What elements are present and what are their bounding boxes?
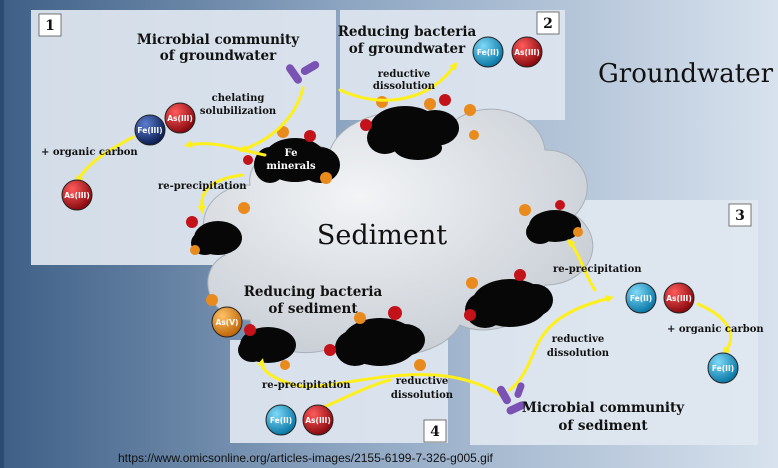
p4-reductive-line2: dissolution [391,390,454,401]
source-url: https://www.omicsonline.org/articles-ima… [118,451,493,465]
mineral-cluster-left [191,221,242,255]
ion-as3-p4: As(III) [302,404,334,436]
p3-reductive-line2: dissolution [547,348,610,359]
panel-1-number: 1 [45,18,55,34]
panel-3-number-box: 3 [728,203,752,227]
svg-text:Fe(III): Fe(III) [137,126,162,135]
arrow-organic-carbon-p1 [75,135,135,184]
p2-title-line1: Reducing bacteria [338,24,477,40]
p4-reprecip: re-precipitation [262,380,351,391]
p2-reductive-line1: reductive [378,69,431,80]
adsorbed-particles [186,94,583,371]
mineral-cluster-right [526,210,581,244]
svg-text:As(V): As(V) [216,318,239,327]
svg-text:As(III): As(III) [305,416,331,425]
p3-microbial-line2: of sediment [558,418,648,434]
p1-chelating-line2: solubilization [200,106,277,117]
arrow-reprecip-p4 [257,358,502,397]
p1-organic-carbon: + organic carbon [41,147,138,158]
arrow-reprecip-p3 [567,238,597,292]
arrow-to-fe3 [184,140,267,157]
panel-2-number: 2 [543,16,553,32]
arrow-reprecip-p1 [197,173,244,214]
sediment-label: Sediment [317,220,447,251]
ion-as3-p3: As(III) [663,282,695,314]
svg-text:Fe(II): Fe(II) [270,416,292,425]
ion-as5: As(V) [211,306,243,338]
panel-1-number-box: 1 [38,13,62,37]
mineral-cluster-bottom-right [465,279,553,328]
p4-title-line1: Reducing bacteria [244,284,383,300]
fe-minerals-line2: minerals [266,161,316,172]
microbe-groundwater [285,61,320,84]
p2-reductive-line2: dissolution [373,81,436,92]
svg-text:As(III): As(III) [666,294,692,303]
mineral-cluster-bottom-left [238,327,296,363]
microbe-sediment [497,382,526,415]
panel-3-number: 3 [735,208,745,224]
arrow-reductive-p3 [508,295,614,392]
ion-as3-p1-bottom: As(III) [61,179,93,211]
panel-4-number: 4 [430,424,440,440]
p3-reprecip: re-precipitation [553,264,642,275]
ion-fe2-p4: Fe(II) [265,404,297,436]
p3-microbial-line1: Microbial community [522,400,685,416]
svg-text:As(III): As(III) [514,48,540,57]
ion-fe3-p1: Fe(III) [134,114,166,146]
p3-organic-carbon: + organic carbon [667,324,764,335]
p2-title-line2: of groundwater [349,41,466,57]
p4-title-line2: of sediment [268,301,358,317]
svg-text:Fe(II): Fe(II) [712,364,734,373]
fe-minerals-line1: Fe [285,148,298,159]
mineral-clusters [191,106,581,366]
p1-title-line1: Microbial community [137,32,300,48]
groundwater-label: Groundwater [598,59,774,89]
p4-reductive-line1: reductive [396,376,449,387]
panel-4-number-box: 4 [423,419,447,443]
ion-fe2-p3: Fe(II) [625,282,657,314]
ion-as3-p2: As(III) [511,36,543,68]
p1-reprecip: re-precipitation [158,181,247,192]
svg-text:As(III): As(III) [64,191,90,200]
p1-chelating-line1: chelating [212,93,265,104]
p3-reductive-line1: reductive [552,334,605,345]
panel-2-number-box: 2 [536,11,560,35]
ion-as3-p1-top: As(III) [164,102,196,134]
p1-title-line2: of groundwater [160,48,277,64]
mineral-cluster-bottom-center [335,318,425,366]
svg-text:Fe(II): Fe(II) [630,294,652,303]
ion-fe2-p3-bottom: Fe(II) [707,352,739,384]
arrow-chelating [238,86,305,153]
svg-text:As(III): As(III) [167,114,193,123]
left-edge [0,0,4,468]
arrow-reductive-p2 [338,61,458,102]
svg-text:Fe(II): Fe(II) [477,48,499,57]
process-arrows [75,61,733,412]
arrow-organic-carbon-p3 [696,302,733,356]
ion-fe2-p2: Fe(II) [472,36,504,68]
mineral-cluster-top [367,106,459,160]
